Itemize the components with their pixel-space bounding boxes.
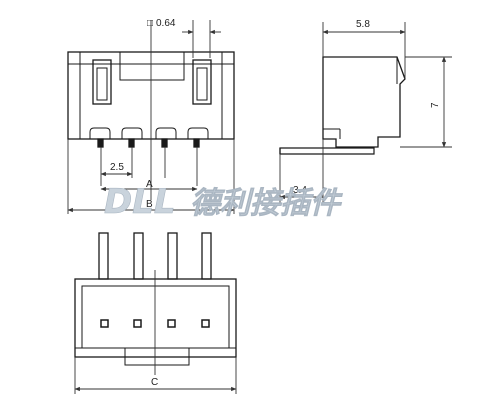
side-extension-lines [279,22,452,204]
side-view [279,56,406,155]
dim-height: 7 [430,56,447,148]
pin-4 [193,138,200,148]
side-housing [322,56,406,148]
dim-pin-square-symbol: □ [147,18,153,29]
pin-2 [128,138,135,148]
pin-1 [97,138,104,148]
dim-pin-square: □ 0.64 [147,18,221,35]
bottom-extension-lines [74,270,237,394]
side-pin-tail [279,147,375,155]
dim-a-label: A [146,179,153,190]
front-extension-lines [67,20,235,214]
bottom-pin-2 [133,232,144,280]
dim-c: C [74,377,237,392]
watermark-company: 德利接插件 [190,186,343,221]
bottom-view [74,232,237,366]
bottom-pin-3 [167,232,178,280]
dim-b: B [67,199,235,213]
lock-slot-right [192,59,212,105]
dim-tail-label: 3.4 [293,185,307,196]
pin-3 [161,138,168,148]
dim-c-label: C [151,377,158,388]
dim-depth-label: 5.8 [356,19,370,30]
dim-tail: 3.4 [279,185,324,200]
watermark-brand: DLL [104,182,176,222]
dim-pitch: 2.5 [100,162,133,177]
watermark: DLL 德利接插件 [104,182,344,223]
dim-depth: 5.8 [322,19,406,35]
dim-a: A [100,179,198,192]
dim-pin-square-label: 0.64 [156,18,176,29]
bottom-housing [74,278,237,358]
bottom-pin-4 [201,232,212,280]
dim-height-label: 7 [430,102,441,108]
dim-b-label: B [146,199,153,210]
lock-slot-left [92,59,112,105]
dim-pitch-label: 2.5 [110,162,124,173]
bottom-key-tab [124,347,190,366]
bottom-pin-1 [98,232,109,280]
